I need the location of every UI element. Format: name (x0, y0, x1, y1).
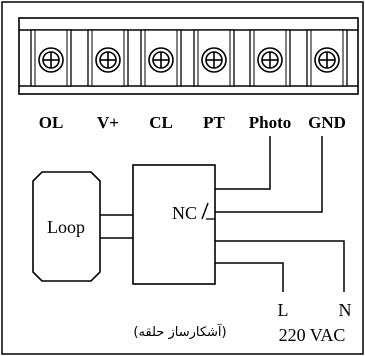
neutral-label: N (339, 300, 352, 320)
nc-contact-blade (201, 202, 209, 220)
terminal-label-vplus: V+ (97, 113, 119, 132)
terminal-label-pt: PT (203, 113, 225, 132)
nc-contact-label: NC (172, 203, 197, 223)
terminal-block-pt (193, 29, 235, 87)
terminal-label-gnd: GND (308, 113, 346, 132)
gnd-wire (215, 136, 323, 213)
detector-box (132, 164, 216, 285)
neutral-wire (215, 240, 345, 292)
terminal-blocks (30, 29, 348, 87)
terminal-block-ol (30, 29, 72, 87)
photo-wire (215, 136, 271, 190)
terminal-label-cl: CL (149, 113, 173, 132)
terminal-block-photo (249, 29, 291, 87)
terminal-block-vplus (87, 29, 129, 87)
terminal-block-gnd (306, 29, 348, 87)
terminal-block-cl (140, 29, 182, 87)
voltage-label: 220 VAC (279, 325, 346, 345)
loop-label: Loop (47, 217, 85, 237)
detector-caption: (آشکارساز حلقه) (133, 323, 226, 340)
line-wire (215, 262, 284, 292)
terminal-label-ol: OL (39, 113, 64, 132)
loop-box (32, 171, 101, 282)
line-label: L (278, 300, 289, 320)
terminal-label-photo: Photo (249, 113, 292, 132)
terminal-strip (18, 17, 359, 95)
